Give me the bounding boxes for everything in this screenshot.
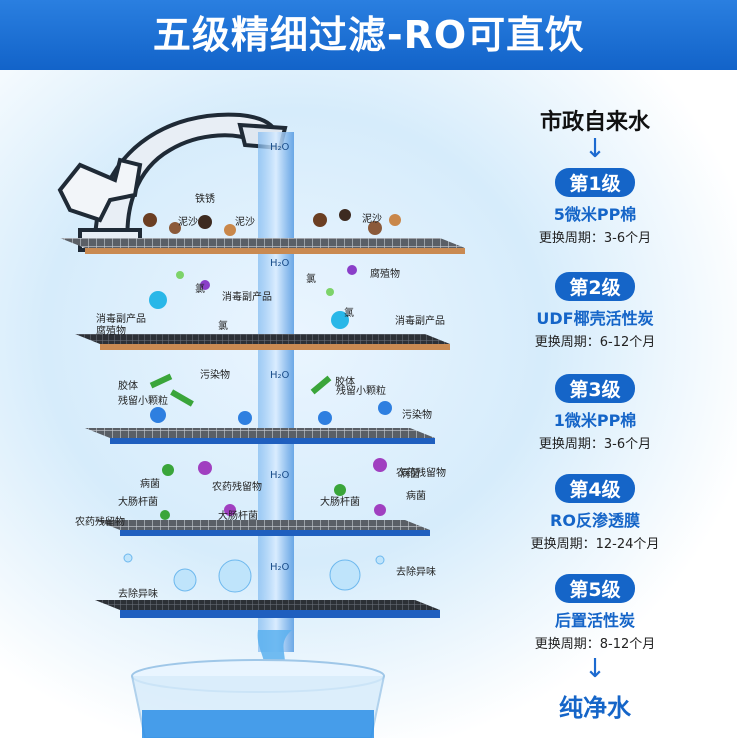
down-arrow-icon: ↓ <box>584 654 606 684</box>
contaminant-label: 胶体 <box>118 381 138 392</box>
stage-name: 后置活性炭 <box>554 611 635 630</box>
contaminant-label: 去除异味 <box>118 589 158 600</box>
header-banner: 五级精细过滤-RO可直饮 <box>0 0 737 70</box>
stage-name: RO反渗透膜 <box>550 511 640 530</box>
water-stream-icon <box>258 132 294 652</box>
contaminant-label: 氯 <box>306 274 316 285</box>
contaminant-label: 泥沙 <box>235 217 255 228</box>
filter-layer-3 <box>85 373 435 444</box>
contaminant-label: 残留小颗粒 <box>118 396 168 407</box>
contaminant-label: 残留小颗粒 <box>336 386 386 397</box>
contaminant-label: 消毒副产品 <box>96 314 146 325</box>
contaminant-label: 泥沙 <box>362 214 382 225</box>
filter-diagram <box>57 112 465 738</box>
stage-badge: 第3级 <box>555 374 635 403</box>
stage-badge: 第2级 <box>555 272 635 301</box>
contaminant-label: 氯 <box>195 284 205 295</box>
stage-name: 1微米PP棉 <box>553 411 637 430</box>
contaminant-label: 大肠杆菌 <box>320 497 360 508</box>
contaminant-label: 农药残留物 <box>212 482 262 493</box>
filter-layer-2 <box>75 265 450 350</box>
stage-period: 更换周期：8-12个月 <box>534 637 656 652</box>
h2o-label: H₂O <box>270 258 290 269</box>
contaminant-label: 消毒副产品 <box>222 292 272 303</box>
stage-4: 第4级 RO反渗透膜 更换周期：12-24个月 <box>495 474 695 552</box>
filter-layer-1 <box>60 209 465 254</box>
stage-3: 第3级 1微米PP棉 更换周期：3-6个月 <box>495 374 695 452</box>
contaminant-label: 胶体 <box>335 377 355 388</box>
stage-badge: 第4级 <box>555 474 635 503</box>
result-water-label: 纯净水 <box>559 694 631 722</box>
stage-2: 第2级 UDF椰壳活性炭 更换周期：6-12个月 <box>495 272 695 350</box>
contaminant-label: 铁锈 <box>195 194 215 205</box>
stage-1: 第1级 5微米PP棉 更换周期：3-6个月 <box>495 168 695 246</box>
source-water-label: 市政自来水 <box>539 110 650 135</box>
contaminant-label: 病菌 <box>406 491 426 502</box>
filter-layer-5 <box>95 553 440 618</box>
glass-icon <box>131 659 385 738</box>
stage-badge: 第1级 <box>555 168 635 197</box>
contaminant-label: 病菌 <box>140 479 160 490</box>
contaminant-label: 氯 <box>344 308 354 319</box>
contaminant-label: 腐殖物 <box>96 326 126 337</box>
stage-5: 第5级 后置活性炭 更换周期：8-12个月 <box>495 574 695 652</box>
down-arrow-icon: ↓ <box>584 134 606 164</box>
contaminant-label: 大肠杆菌 <box>118 497 158 508</box>
filter-layer-4 <box>95 458 430 536</box>
contaminant-label: 污染物 <box>200 370 230 381</box>
contaminant-label: 污染物 <box>402 410 432 421</box>
stage-period: 更换周期：3-6个月 <box>538 437 652 452</box>
h2o-label: H₂O <box>270 470 290 481</box>
contaminant-label: 氯 <box>218 321 228 332</box>
h2o-label: H₂O <box>270 370 290 381</box>
stage-name: 5微米PP棉 <box>553 205 637 224</box>
contaminant-label: 腐殖物 <box>370 269 400 280</box>
contaminant-label: 大肠杆菌 <box>218 511 258 522</box>
stage-period: 更换周期：6-12个月 <box>534 335 656 350</box>
stage-period: 更换周期：3-6个月 <box>538 231 652 246</box>
stage-badge: 第5级 <box>555 574 635 603</box>
h2o-label: H₂O <box>270 142 290 153</box>
page-title: 五级精细过滤-RO可直饮 <box>152 13 585 57</box>
contaminant-label: 农药残留物 <box>75 517 125 528</box>
contaminant-label: 病菌 <box>400 469 420 480</box>
contaminant-label: 去除异味 <box>396 567 436 578</box>
contaminant-label: 农药残留物 <box>396 468 446 479</box>
stage-name: UDF椰壳活性炭 <box>536 309 654 328</box>
contaminant-label: 泥沙 <box>178 217 198 228</box>
contaminant-label: 消毒副产品 <box>395 316 445 327</box>
h2o-label: H₂O <box>270 562 290 573</box>
stage-period: 更换周期：12-24个月 <box>530 537 660 552</box>
